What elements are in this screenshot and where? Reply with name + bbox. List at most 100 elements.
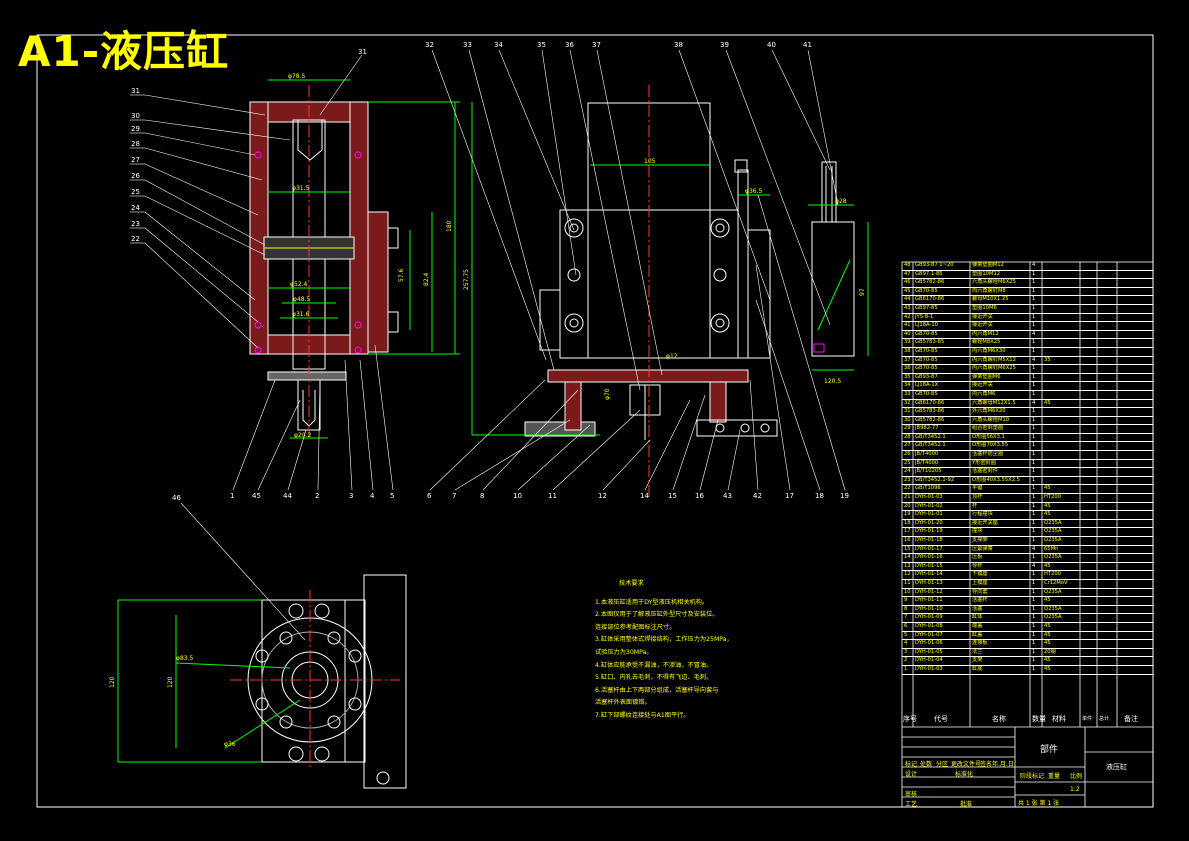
bom-cell-qty: 1: [1032, 485, 1036, 492]
bom-cell-qty: 1: [1032, 597, 1036, 604]
svg-text:105: 105: [644, 158, 656, 165]
balloon-38: 38: [674, 41, 683, 49]
svg-text:φ31.6: φ31.6: [292, 311, 310, 318]
balloon-42: 42: [753, 492, 762, 500]
bom-cell-code: LJ18A-10: [915, 322, 938, 329]
bom-cell-code: GB6170-86: [915, 296, 945, 303]
hdr-mat: 材料: [1052, 715, 1066, 723]
bom-cell-no: 12: [904, 571, 911, 578]
bom-cell-mat: HT200: [1044, 494, 1061, 501]
balloon-25: 25: [131, 188, 140, 196]
tb-label: 签名: [980, 761, 993, 768]
bom-cell-qty: 1: [1032, 605, 1036, 612]
note-line: 连接部位参考配图标注尺寸。: [595, 623, 676, 631]
bom-cell-no: 14: [904, 554, 911, 561]
svg-text:120.5: 120.5: [824, 378, 841, 385]
bom-cell-mat: [1044, 417, 1080, 425]
balloon-45: 45: [252, 492, 261, 500]
bom-cell-no: 41: [904, 322, 911, 329]
bom-cell-qty: 1: [1032, 313, 1036, 320]
bom-cell-mat: [1044, 262, 1080, 270]
tb-label: 批准: [960, 801, 973, 808]
bom-cell-qty: 1: [1032, 322, 1036, 329]
bom-cell-no: 17: [904, 528, 911, 535]
bom-cell-no: 21: [904, 494, 911, 501]
hdr-remark: 备注: [1124, 715, 1138, 723]
bom-cell-qty: 1: [1032, 494, 1036, 501]
bom-cell-name: 缸底: [972, 665, 983, 672]
bom-cell-mat: [1044, 339, 1080, 347]
bom-cell-code: JYS-8-1: [915, 313, 934, 320]
bom-cell-code: GB70-85: [915, 356, 938, 363]
bom-cell-name: 内六角螺钉M8: [972, 287, 1006, 294]
bom-cell-code: JB/T4000: [915, 459, 939, 466]
bom-cell-name: 缸体: [972, 614, 983, 621]
note-line: 活塞杆外表面镀铬。: [595, 699, 651, 707]
balloon-28: 28: [131, 140, 140, 148]
bom-cell-name: 导杆: [972, 562, 983, 569]
bom-cell-no: 32: [904, 399, 911, 406]
bom-grid: [901, 261, 1154, 808]
bom-cell-no: 19: [904, 511, 911, 518]
bom-cell-mat: [1044, 279, 1080, 287]
bom-cell-qty: 1: [1032, 442, 1036, 449]
bom-cell-no: 28: [904, 433, 911, 440]
bom-cell-qty: 1: [1032, 382, 1036, 389]
balloon-27: 27: [131, 156, 140, 164]
bom-cell-code: DYH-01-02: [915, 502, 943, 509]
bom-cell-name: 撞块: [972, 528, 983, 535]
bom-cell-mat: [1044, 468, 1080, 476]
balloon-39: 39: [720, 41, 729, 49]
bom-cell-mat: [1044, 391, 1080, 399]
bom-cell-no: 45: [904, 287, 911, 294]
tb-label: 分区: [936, 761, 949, 768]
balloon-19: 19: [840, 492, 849, 500]
tb-label: 重量: [1048, 773, 1061, 780]
bom-cell-qty: 4: [1032, 330, 1036, 337]
balloon-6: 6: [427, 492, 432, 500]
bom-cell-qty: 1: [1032, 657, 1036, 664]
bom-cell-code: GB/T3452.1-92: [915, 476, 955, 483]
bom-cell-no: 8: [904, 605, 908, 612]
bom-cell-code: GB70-85: [915, 390, 938, 397]
bom-cell-no: 48: [904, 262, 911, 268]
note-line: 5.缸口、内孔去毛刺，不得有飞边、毛刺。: [595, 674, 713, 682]
bom-cell-no: 35: [904, 373, 911, 380]
balloon-15: 15: [668, 492, 677, 500]
note-line: 7.缸下部螺纹连接处与A1图平行。: [595, 711, 690, 719]
bom-cell-qty: 1: [1032, 537, 1036, 543]
svg-text:120: 120: [109, 676, 116, 688]
balloon-11: 11: [548, 492, 557, 500]
bom-cell-mat: [1044, 365, 1080, 373]
bom-cell-no: 1: [904, 665, 908, 672]
bom-cell-mat: [1044, 460, 1080, 468]
balloon-24: 24: [131, 204, 140, 212]
bom-cell-mat: 45: [1044, 562, 1051, 569]
tb-label: 工艺: [905, 801, 918, 808]
bom-cell-name: 弹簧垫圈M6: [972, 373, 1001, 380]
note-line: 1.本液压缸适用于DY型液压机相关机构。: [595, 598, 709, 606]
bom-cell-mat: [1044, 271, 1080, 279]
bom-cell-qty: 1: [1032, 665, 1036, 672]
bom-cell-qty: 1: [1032, 425, 1036, 432]
bom-cell-no: 40: [904, 330, 911, 337]
bom-cell-code: GB5783-85: [915, 339, 945, 346]
bom-cell-qty: 1: [1032, 640, 1036, 647]
bom-cell-mat: [1044, 451, 1080, 459]
drawing-title: A1-液压缸: [18, 27, 230, 76]
bom-cell-no: 4: [904, 640, 908, 647]
bottom-flange-view: [117, 574, 407, 789]
bom-cell-qty: 4: [1032, 262, 1036, 268]
switch-dim-labels: φ28 120.5 97: [824, 198, 866, 385]
bom-cell-mat: Q235A: [1044, 528, 1062, 535]
balloon-12: 12: [598, 492, 607, 500]
